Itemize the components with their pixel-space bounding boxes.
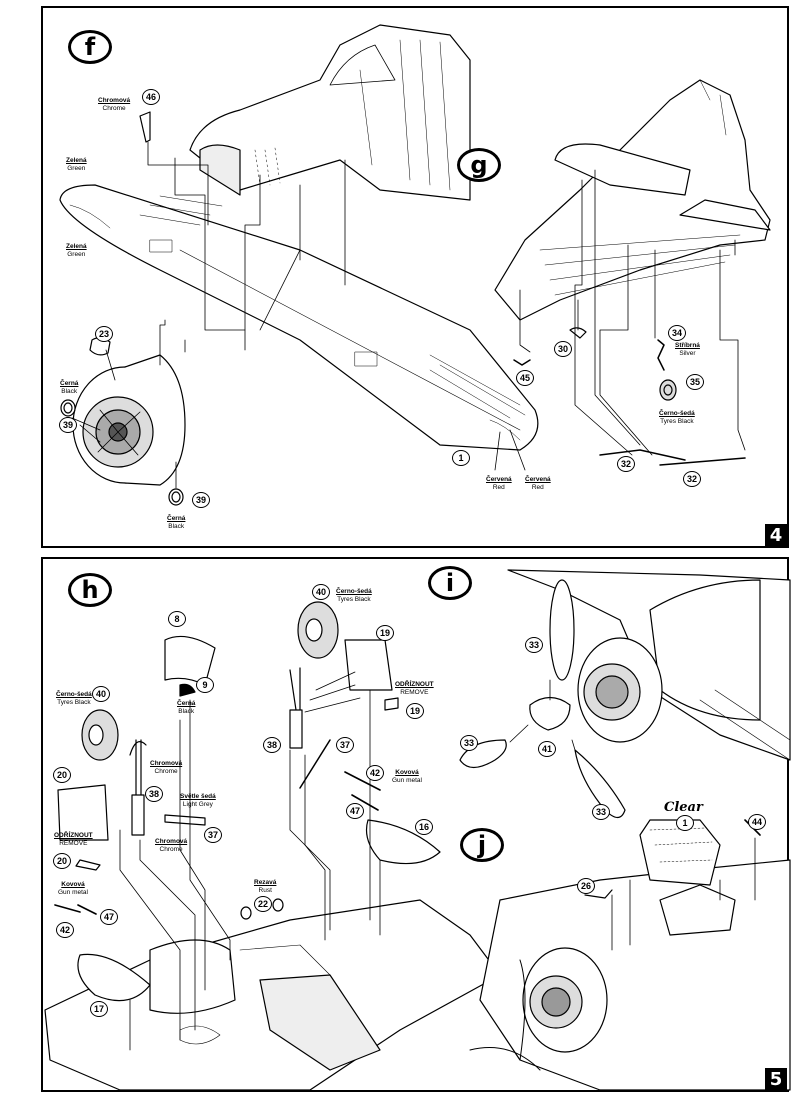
- part-number: 9: [196, 677, 214, 693]
- part-number: 1: [452, 450, 470, 466]
- part-number: 16: [415, 819, 433, 835]
- part-number: 40: [92, 686, 110, 702]
- part-number: 20: [53, 767, 71, 783]
- part-number: 19: [406, 703, 424, 719]
- step-g-marker: g: [457, 148, 501, 182]
- step-h-wheel-left: [57, 709, 206, 871]
- step-h-guide-lines: [119, 671, 381, 1051]
- part-number: 47: [100, 909, 118, 925]
- step-i-aircraft: [507, 569, 791, 761]
- part-number: 46: [142, 89, 160, 105]
- step-i-marker: i: [428, 566, 472, 600]
- part-number: 42: [56, 922, 74, 938]
- page-number-4: 4: [765, 524, 787, 546]
- part-number: 39: [192, 492, 210, 508]
- part-number: 47: [346, 803, 364, 819]
- part-number: 40: [312, 584, 330, 600]
- page-number-5: 5: [765, 1068, 787, 1090]
- step-j-marker: j: [460, 828, 504, 862]
- part-number: 33: [460, 735, 478, 751]
- part-number: 17: [90, 1001, 108, 1017]
- part-number: 32: [617, 456, 635, 472]
- part-number: 42: [366, 765, 384, 781]
- step-h-marker: h: [68, 573, 112, 607]
- part-number: 32: [683, 471, 701, 487]
- part-number: 26: [577, 878, 595, 894]
- part-number: 45: [516, 370, 534, 386]
- part-number: 8: [168, 611, 186, 627]
- step-f-engine: [72, 354, 186, 486]
- part-number: 39: [59, 417, 77, 433]
- part-number: 41: [538, 741, 556, 757]
- step-h-wheel-right: [289, 601, 399, 789]
- part-number: 20: [53, 853, 71, 869]
- part-number: 37: [204, 827, 222, 843]
- part-number: 22: [254, 896, 272, 912]
- part-number: 1: [676, 815, 694, 831]
- part-number: 38: [263, 737, 281, 753]
- step-f-small-parts: [60, 111, 184, 506]
- part-number: 30: [554, 341, 572, 357]
- part-number: 37: [336, 737, 354, 753]
- part-number: 33: [592, 804, 610, 820]
- part-number: 44: [748, 814, 766, 830]
- part-number: 23: [95, 326, 113, 342]
- step-i-propeller: [459, 579, 626, 819]
- part-number: 19: [376, 625, 394, 641]
- part-number: 33: [525, 637, 543, 653]
- part-number: 35: [686, 374, 704, 390]
- part-number: 38: [145, 786, 163, 802]
- step-g-tail: [494, 79, 771, 321]
- part-number: 34: [668, 325, 686, 341]
- clear-label: Clear: [664, 800, 703, 815]
- step-f-wing: [59, 184, 539, 451]
- step-f-fuselage: [189, 24, 471, 201]
- step-g-parts: [513, 327, 746, 466]
- step-j-aircraft: [469, 819, 791, 1091]
- step-h-doors: [54, 635, 441, 1002]
- step-j-guide-lines: [611, 837, 756, 951]
- step-g-guide-lines: [519, 169, 746, 456]
- step-f-marker: f: [68, 30, 112, 64]
- step-f-guide-lines: [71, 141, 526, 489]
